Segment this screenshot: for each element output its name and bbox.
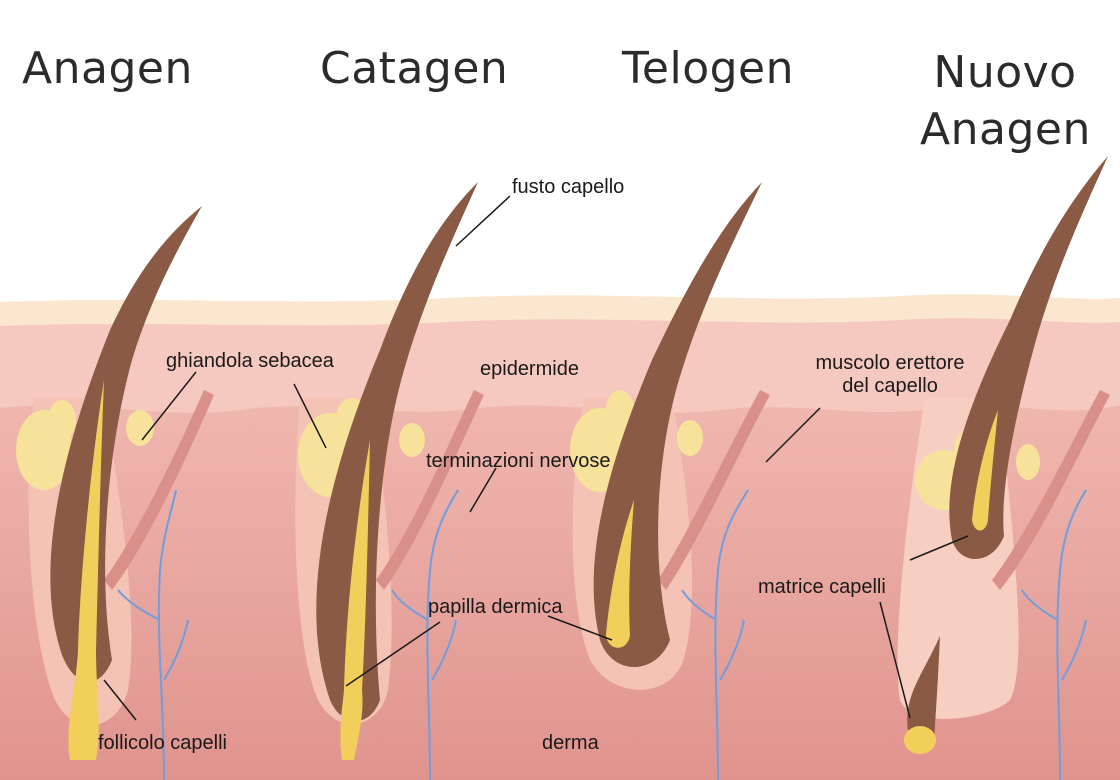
arrector-muscle-2 xyxy=(376,390,484,590)
label-nerve-endings: terminazioni nervose xyxy=(426,450,611,472)
phase-title-new-anagen-line2: Anagen xyxy=(920,104,1091,156)
phase-title-new-anagen: Nuovo Anagen xyxy=(920,44,1090,158)
label-arrector-muscle: muscolo erettore del capello xyxy=(800,352,980,398)
leader-lines xyxy=(103,195,969,721)
new-hair-bulb xyxy=(904,726,936,754)
label-sebaceous-gland: ghiandola sebacea xyxy=(166,350,334,372)
label-hair-shaft: fusto capello xyxy=(512,176,625,198)
phase-title-catagen: Catagen xyxy=(320,43,509,94)
label-arrector-muscle-line1: muscolo erettore xyxy=(815,352,965,374)
dermal-papilla-4 xyxy=(972,410,998,531)
epidermis-layer xyxy=(0,310,1120,413)
arrector-muscle-4 xyxy=(992,390,1110,590)
skin-surface xyxy=(0,294,1120,326)
label-arrector-muscle-line2: del capello xyxy=(842,375,938,397)
dermal-papilla-3 xyxy=(606,500,634,648)
label-epidermis: epidermide xyxy=(480,358,579,380)
arrector-muscle-3 xyxy=(658,390,770,590)
dermal-papilla-1 xyxy=(68,380,104,760)
phase-title-telogen: Telogen xyxy=(622,43,795,94)
new-hair-bud xyxy=(907,636,940,754)
sebaceous-gland-group-1 xyxy=(16,400,154,490)
phase-title-new-anagen-line1: Nuovo xyxy=(933,47,1077,98)
nerve-endings xyxy=(117,489,1087,780)
label-hair-follicle: follicolo capelli xyxy=(98,732,227,754)
arrector-muscle-1 xyxy=(104,390,214,590)
label-dermis: derma xyxy=(542,732,599,754)
label-hair-matrix: matrice capelli xyxy=(758,576,886,598)
phase-title-anagen: Anagen xyxy=(22,43,193,94)
label-dermal-papilla: papilla dermica xyxy=(428,596,563,618)
dermal-papilla-2 xyxy=(340,440,370,760)
hair-3 xyxy=(593,182,762,667)
